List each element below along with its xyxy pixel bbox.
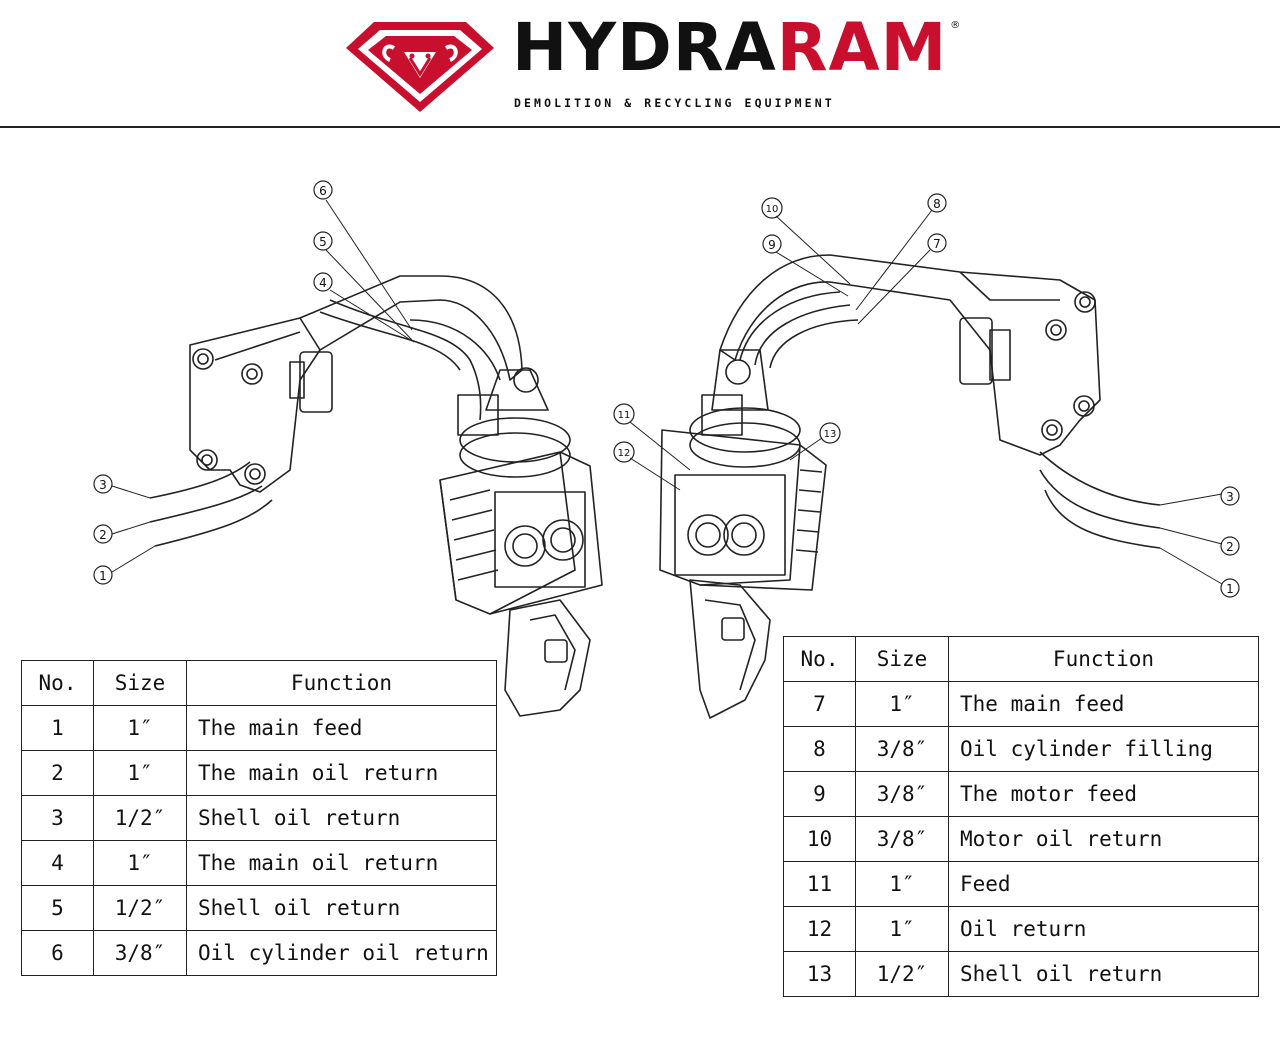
- cell-function: Shell oil return: [186, 885, 497, 931]
- cell-function: The main feed: [948, 681, 1259, 727]
- table-row: 5 1/2″ Shell oil return: [21, 885, 497, 931]
- column-header-no: No.: [21, 660, 94, 706]
- cell-function: Oil cylinder oil return: [186, 930, 497, 976]
- right-callout-label: 2: [1226, 540, 1234, 554]
- left-callout-markers: [93, 180, 333, 585]
- column-header-function: Function: [186, 660, 497, 706]
- right-callout-label: 9: [768, 238, 776, 252]
- cell-no: 7: [783, 681, 856, 727]
- cell-function: Motor oil return: [948, 816, 1259, 862]
- column-header-size: Size: [93, 660, 187, 706]
- right-callout-label: 13: [824, 429, 837, 440]
- cell-no: 6: [21, 930, 94, 976]
- cell-size: 3/8″: [855, 771, 949, 817]
- cell-no: 12: [783, 906, 856, 952]
- cell-size: 1″: [855, 681, 949, 727]
- cell-no: 2: [21, 750, 94, 796]
- left-callout-label: 6: [319, 184, 327, 198]
- right-callout-label: 8: [933, 197, 941, 211]
- cell-no: 13: [783, 951, 856, 997]
- cell-no: 3: [21, 795, 94, 841]
- table-row: 8 3/8″ Oil cylinder filling: [783, 726, 1259, 772]
- cell-function: The main oil return: [186, 840, 497, 886]
- right-callout-label: 10: [766, 204, 779, 215]
- cell-size: 1″: [93, 750, 187, 796]
- cell-function: Shell oil return: [948, 951, 1259, 997]
- table-row: 4 1″ The main oil return: [21, 840, 497, 886]
- cell-size: 3/8″: [855, 816, 949, 862]
- left-callout-label: 1: [99, 569, 107, 583]
- brand-wordmark: HYDRARAM ®: [512, 6, 960, 90]
- cell-function: Oil cylinder filling: [948, 726, 1259, 772]
- cell-size: 1″: [855, 906, 949, 952]
- right-callout-leaders: [629, 209, 1223, 585]
- cell-size: 3/8″: [855, 726, 949, 772]
- right-callout-label: 1: [1226, 582, 1234, 596]
- cell-no: 9: [783, 771, 856, 817]
- left-callout-label: 2: [99, 528, 107, 542]
- brand-name-ram: RAM: [776, 9, 948, 86]
- hose-spec-table-left: No. Size Function 1 1″ The main feed 2 1…: [21, 660, 497, 976]
- cell-function: Shell oil return: [186, 795, 497, 841]
- table-row: 12 1″ Oil return: [783, 906, 1259, 952]
- cell-size: 1″: [855, 861, 949, 907]
- table-header-row: No. Size Function: [783, 636, 1259, 682]
- table-row: 9 3/8″ The motor feed: [783, 771, 1259, 817]
- table-row: 3 1/2″ Shell oil return: [21, 795, 497, 841]
- table-row: 13 1/2″ Shell oil return: [783, 951, 1259, 997]
- table-row: 6 3/8″ Oil cylinder oil return: [21, 930, 497, 976]
- cell-function: The main oil return: [186, 750, 497, 796]
- cell-function: The main feed: [186, 705, 497, 751]
- hose-spec-table-right: No. Size Function 7 1″ The main feed 8 3…: [783, 636, 1259, 997]
- column-header-no: No.: [783, 636, 856, 682]
- table-row: 7 1″ The main feed: [783, 681, 1259, 727]
- cell-size: 3/8″: [93, 930, 187, 976]
- header-divider: [0, 126, 1280, 128]
- left-callout-leaders: [111, 199, 415, 573]
- table-row: 2 1″ The main oil return: [21, 750, 497, 796]
- cell-no: 8: [783, 726, 856, 772]
- vibro-ripper-hose-diagram: 6 5 4 3 2 1: [93, 180, 1240, 719]
- brand-tagline: DEMOLITION & RECYCLING EQUIPMENT: [514, 96, 835, 110]
- cell-size: 1″: [93, 840, 187, 886]
- cell-function: Oil return: [948, 906, 1259, 952]
- cell-size: 1/2″: [93, 885, 187, 931]
- right-callout-label: 11: [618, 410, 631, 421]
- cell-no: 10: [783, 816, 856, 862]
- left-callout-label: 3: [99, 478, 107, 492]
- right-callout-label: 7: [933, 237, 941, 251]
- right-callout-label: 3: [1226, 490, 1234, 504]
- cell-size: 1/2″: [93, 795, 187, 841]
- cell-no: 5: [21, 885, 94, 931]
- cell-function: The motor feed: [948, 771, 1259, 817]
- cell-size: 1″: [93, 705, 187, 751]
- cell-function: Feed: [948, 861, 1259, 907]
- column-header-size: Size: [855, 636, 949, 682]
- cell-no: 4: [21, 840, 94, 886]
- table-row: 11 1″ Feed: [783, 861, 1259, 907]
- registered-mark: ®: [950, 20, 962, 31]
- left-callout-label: 5: [319, 235, 327, 249]
- column-header-function: Function: [948, 636, 1259, 682]
- cell-no: 1: [21, 705, 94, 751]
- right-callout-markers: [613, 193, 1240, 598]
- left-attachment-drawing: [149, 275, 603, 717]
- table-header-row: No. Size Function: [21, 660, 497, 706]
- cell-no: 11: [783, 861, 856, 907]
- right-attachment-drawing: [659, 254, 1161, 719]
- table-row: 1 1″ The main feed: [21, 705, 497, 751]
- left-callout-label: 4: [319, 276, 327, 290]
- brand-name-hydra: HYDRA: [512, 9, 777, 86]
- right-callout-label: 12: [618, 448, 631, 459]
- cell-size: 1/2″: [855, 951, 949, 997]
- ram-head-logo-icon: [346, 22, 494, 112]
- table-row: 10 3/8″ Motor oil return: [783, 816, 1259, 862]
